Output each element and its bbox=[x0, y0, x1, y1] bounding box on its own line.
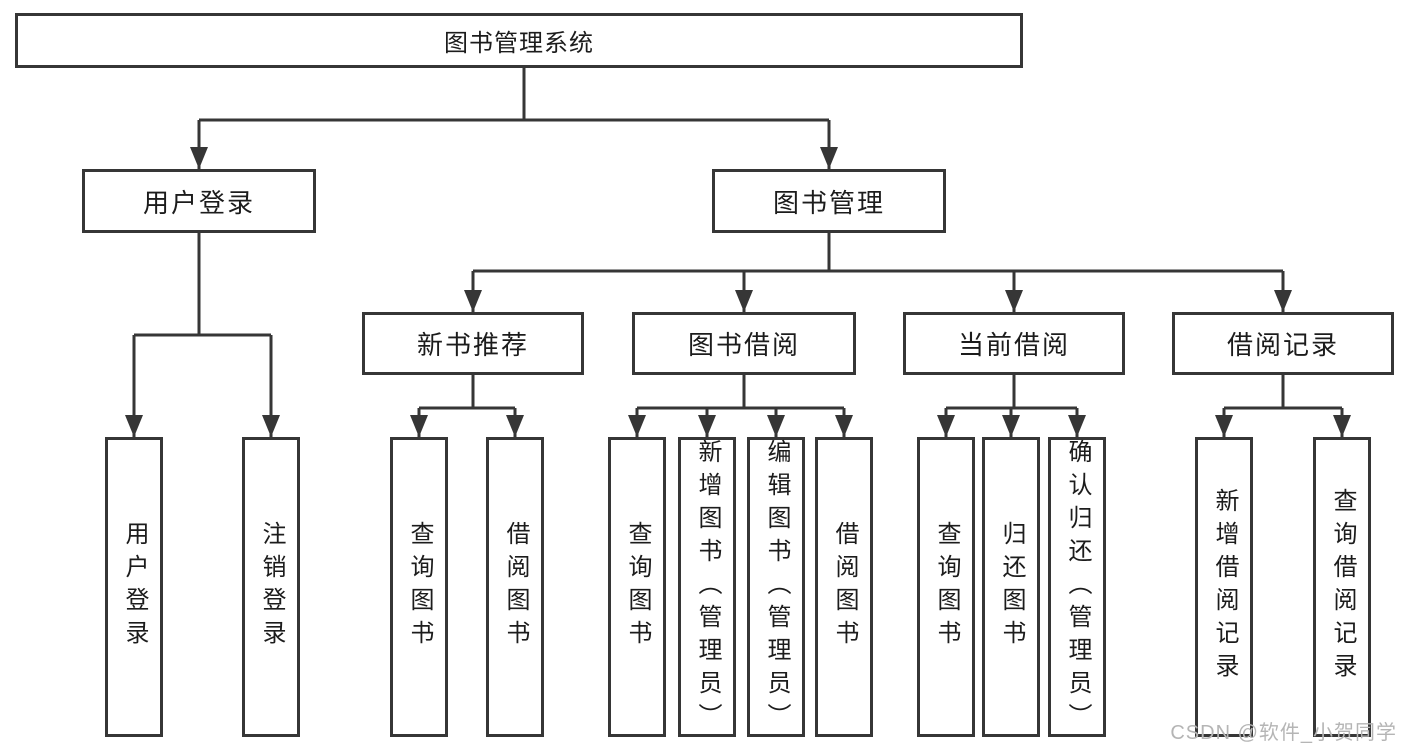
node-label: 图书借阅 bbox=[687, 330, 800, 360]
node-label: 归还图书 bbox=[998, 521, 1025, 653]
node-label: 用户登录 bbox=[121, 521, 148, 653]
node-label: 新增借阅记录 bbox=[1211, 488, 1238, 686]
node-label: 新增图书（管理员） bbox=[694, 438, 721, 736]
leaf-query-books-current: 查询图书 bbox=[917, 437, 975, 737]
node-book-borrow: 图书借阅 bbox=[632, 312, 856, 375]
node-label: 新书推荐 bbox=[416, 330, 529, 360]
leaf-borrow-books: 借阅图书 bbox=[815, 437, 873, 737]
leaf-query-books-recommend: 查询图书 bbox=[390, 437, 448, 737]
node-label: 当前借阅 bbox=[957, 330, 1070, 360]
leaf-add-borrow-record: 新增借阅记录 bbox=[1195, 437, 1253, 737]
node-user-login: 用户登录 bbox=[82, 169, 316, 233]
node-label: 图书管理 bbox=[772, 187, 885, 218]
node-library-management-system: 图书管理系统 bbox=[15, 13, 1023, 68]
leaf-confirm-return-admin: 确认归还（管理员） bbox=[1048, 437, 1106, 737]
node-label: 图书管理系统 bbox=[444, 30, 594, 57]
leaf-query-books-borrow: 查询图书 bbox=[608, 437, 666, 737]
leaf-add-books-admin: 新增图书（管理员） bbox=[678, 437, 736, 737]
node-borrow-record: 借阅记录 bbox=[1172, 312, 1394, 375]
node-label: 查询图书 bbox=[933, 521, 960, 653]
leaf-return-books: 归还图书 bbox=[982, 437, 1040, 737]
watermark: CSDN @软件_小贺同学 bbox=[1170, 722, 1397, 744]
leaf-borrow-books-recommend: 借阅图书 bbox=[486, 437, 544, 737]
node-label: 编辑图书（管理员） bbox=[763, 438, 790, 736]
node-book-management: 图书管理 bbox=[712, 169, 946, 233]
node-label: 用户登录 bbox=[142, 187, 255, 218]
node-label: 借阅图书 bbox=[502, 521, 529, 653]
node-label: 查询借阅记录 bbox=[1329, 488, 1356, 686]
node-label: 借阅记录 bbox=[1226, 330, 1339, 360]
node-label: 查询图书 bbox=[624, 521, 651, 653]
leaf-user-login: 用户登录 bbox=[105, 437, 163, 737]
node-label: 借阅图书 bbox=[831, 521, 858, 653]
node-current-borrow: 当前借阅 bbox=[903, 312, 1125, 375]
leaf-query-borrow-record: 查询借阅记录 bbox=[1313, 437, 1371, 737]
node-label: 确认归还（管理员） bbox=[1064, 438, 1091, 736]
node-new-book-recommend: 新书推荐 bbox=[362, 312, 584, 375]
leaf-logout-login: 注销登录 bbox=[242, 437, 300, 737]
node-label: 注销登录 bbox=[258, 521, 285, 653]
node-label: 查询图书 bbox=[406, 521, 433, 653]
leaf-edit-books-admin: 编辑图书（管理员） bbox=[747, 437, 805, 737]
